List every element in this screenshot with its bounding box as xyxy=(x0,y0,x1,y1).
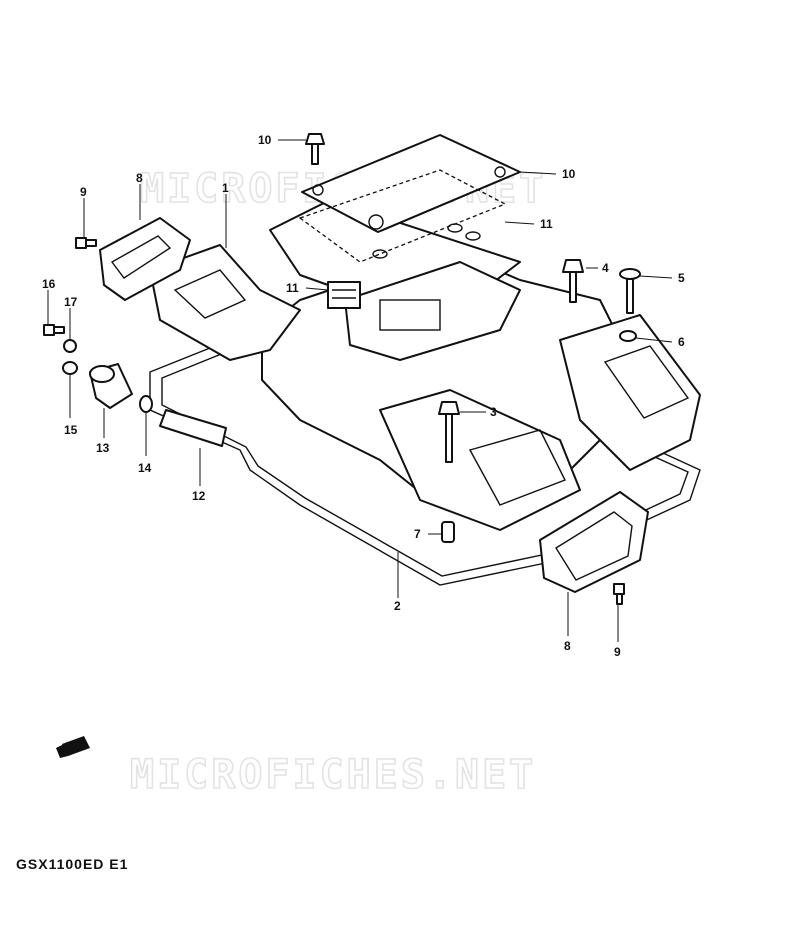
plate-hole xyxy=(372,249,388,259)
washer-17 xyxy=(62,361,78,375)
end-cap-left-recess xyxy=(110,235,172,279)
bolt-3 xyxy=(438,401,460,463)
cover-hole xyxy=(368,214,384,230)
end-cap-right-recess xyxy=(555,511,633,581)
callout-15: 13 xyxy=(96,441,110,455)
separator-element xyxy=(327,281,361,309)
callout-11: 11 xyxy=(540,217,553,231)
plate-hole xyxy=(465,231,481,241)
callout-18: 16 xyxy=(42,277,56,291)
callout-10: 10 xyxy=(562,167,576,181)
bolt-4 xyxy=(562,259,584,303)
callout-7: 7 xyxy=(414,527,421,541)
callout-6: 6 xyxy=(678,335,685,349)
breather-plate xyxy=(298,169,507,263)
leader-lines xyxy=(47,139,673,642)
end-cap-right xyxy=(539,491,649,593)
o-ring-16 xyxy=(139,395,153,413)
bolt-18 xyxy=(43,324,65,336)
callout-17: 15 xyxy=(64,423,78,437)
cam-cap-recess xyxy=(173,269,247,319)
cam-cap-right-front xyxy=(379,389,581,531)
screw-9-left xyxy=(75,237,97,249)
callout-2: 2 xyxy=(394,599,401,613)
screw-9-right xyxy=(613,583,625,605)
deck-window xyxy=(379,299,441,331)
bolt-12 xyxy=(305,133,325,165)
end-cap-left xyxy=(99,217,191,301)
callout-14: 12 xyxy=(192,489,206,503)
plate-hole xyxy=(447,223,463,233)
plug-15 xyxy=(89,363,133,409)
callout-19: 17 xyxy=(64,295,78,309)
washer-6 xyxy=(619,330,637,342)
callout-3: 3 xyxy=(490,405,497,419)
cam-cap-right-rear-recess xyxy=(603,345,690,419)
callout-4: 4 xyxy=(602,261,609,275)
cam-cap-right-rear xyxy=(559,314,701,471)
callout-16: 14 xyxy=(138,461,152,475)
dowel-7 xyxy=(441,521,455,543)
tube-14 xyxy=(159,409,227,447)
center-deck xyxy=(344,261,521,361)
callout-9-right: 9 xyxy=(614,645,621,659)
separator-fins xyxy=(332,289,356,299)
callout-5: 5 xyxy=(678,271,685,285)
cover-hole xyxy=(312,184,324,196)
cam-cap-right-front-recess xyxy=(468,429,566,506)
model-code-label: GSX1100ED E1 xyxy=(16,856,129,872)
callout-9-left: 9 xyxy=(80,185,87,199)
emission-symbol xyxy=(56,736,90,758)
bolt-5 xyxy=(619,268,641,314)
callout-13: 11 xyxy=(286,281,299,295)
o-ring-19 xyxy=(63,339,77,353)
cover-hole xyxy=(494,166,506,178)
callout-8-left: 8 xyxy=(136,171,143,185)
watermark-bottom: MICROFICHES.NET xyxy=(130,752,536,798)
cam-cap-left xyxy=(149,244,301,361)
callout-12: 10 xyxy=(258,133,272,147)
callout-8-right: 8 xyxy=(564,639,571,653)
callout-1: 1 xyxy=(222,181,229,195)
